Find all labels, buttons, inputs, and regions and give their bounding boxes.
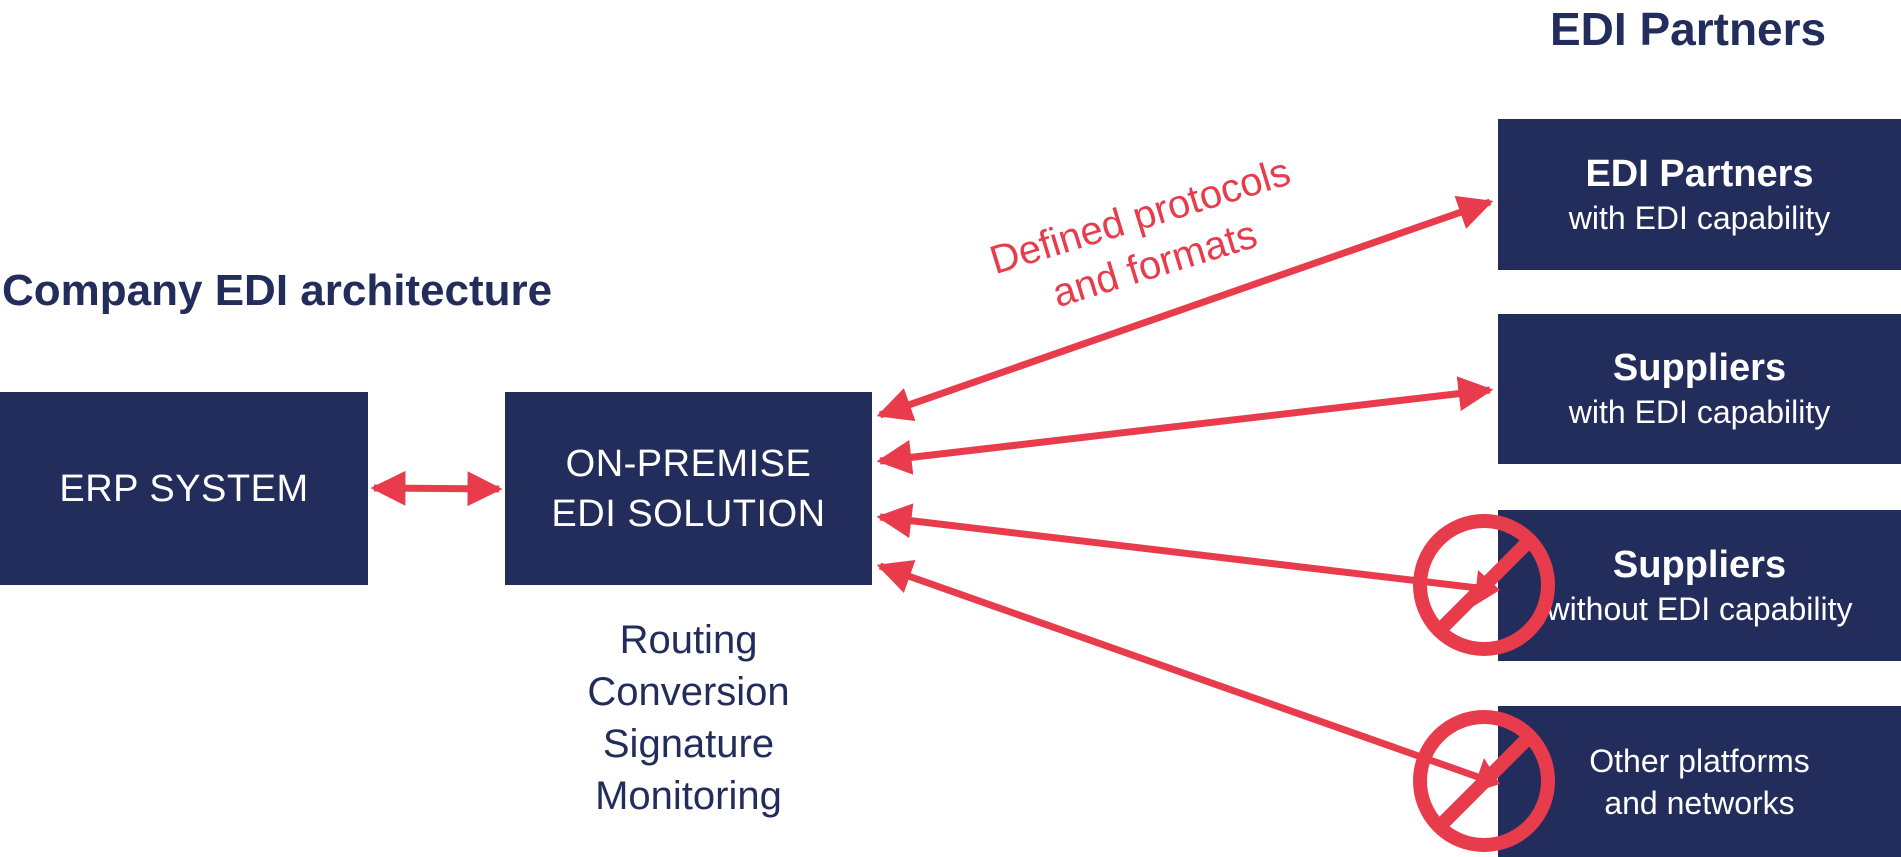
edi-solution-line1: ON-PREMISE xyxy=(565,442,812,485)
partner-subtitle: with EDI capability xyxy=(1568,199,1831,236)
no-entry-icon xyxy=(1413,710,1555,852)
partner-box-other-platforms: Other platforms and networks xyxy=(1498,706,1901,857)
partner-box-suppliers-no-edi: Suppliers without EDI capability xyxy=(1498,510,1901,661)
edi-solution-box: ON-PREMISE EDI SOLUTION xyxy=(505,392,872,585)
right-heading: EDI Partners xyxy=(1550,3,1827,55)
partner-subtitle: with EDI capability xyxy=(1568,394,1831,430)
partner-box-edi-partners: EDI Partners with EDI capability xyxy=(1498,119,1901,270)
partner-subtitle: without EDI capability xyxy=(1546,590,1853,627)
partner-title: Suppliers xyxy=(1612,347,1787,389)
erp-system-box: ERP SYSTEM xyxy=(0,392,368,585)
arrow-to-suppliers-no-edi xyxy=(876,503,1479,592)
partner-title: EDI Partners xyxy=(1585,152,1814,195)
partner-title: Suppliers xyxy=(1612,543,1787,586)
no-entry-icon xyxy=(1413,514,1555,656)
left-heading: Company EDI architecture xyxy=(2,266,553,315)
partner-subtitle-line2: and networks xyxy=(1604,784,1795,821)
feature-monitoring: Monitoring xyxy=(595,774,782,818)
feature-routing: Routing xyxy=(619,618,758,662)
feature-list: Routing Conversion Signature Monitoring xyxy=(505,614,872,822)
feature-signature: Signature xyxy=(602,722,775,766)
edi-solution-line2: EDI SOLUTION xyxy=(551,492,826,535)
arrow-to-other-platforms xyxy=(876,559,1480,781)
feature-conversion: Conversion xyxy=(587,670,790,714)
partner-subtitle-line1: Other platforms xyxy=(1589,742,1810,779)
partner-box-suppliers-edi: Suppliers with EDI capability xyxy=(1498,314,1901,464)
arrow-to-suppliers-edi xyxy=(876,376,1494,475)
arrow-erp-to-edi xyxy=(370,470,503,507)
erp-system-label: ERP SYSTEM xyxy=(59,467,309,510)
